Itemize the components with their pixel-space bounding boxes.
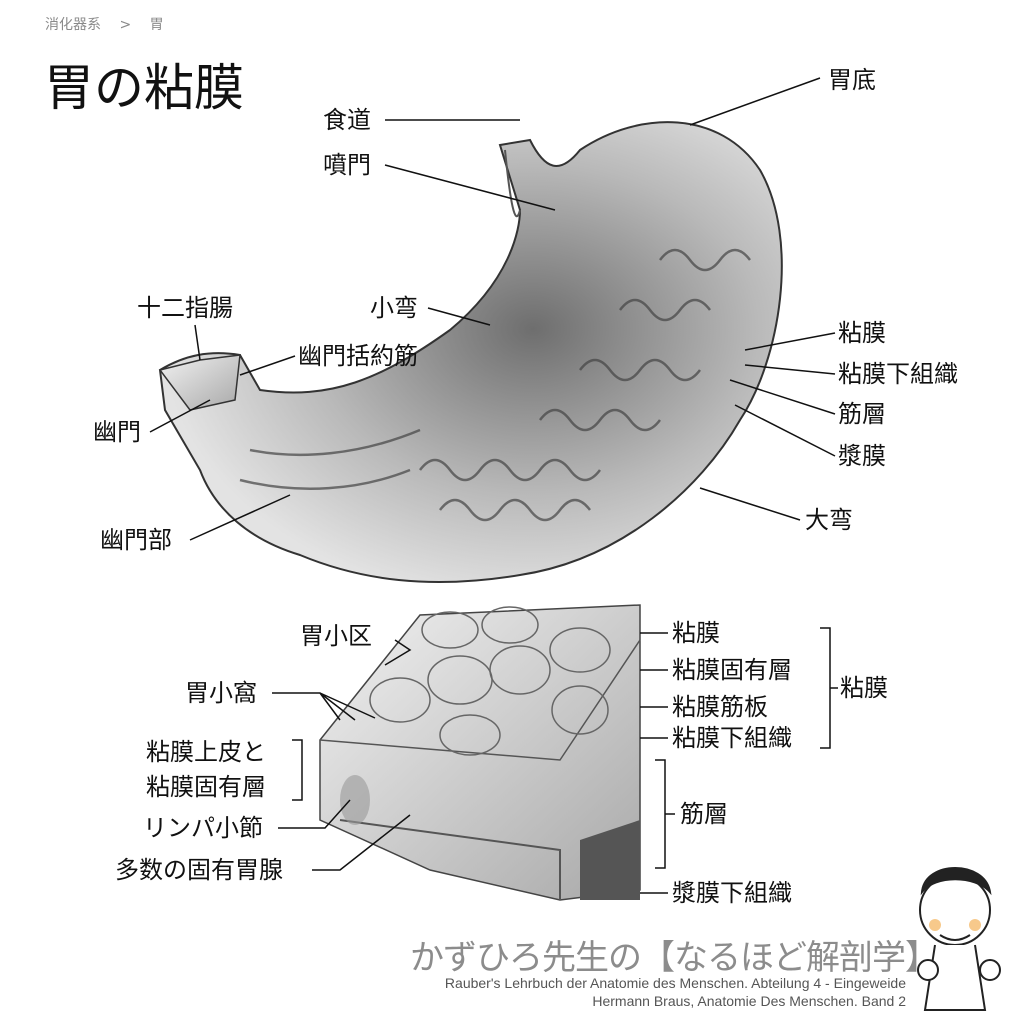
- label-pylorus: 幽門: [93, 418, 141, 446]
- label-esophagus: 食道: [323, 106, 371, 134]
- source-citation-1: Rauber's Lehrbuch der Anatomie des Mensc…: [444, 975, 906, 991]
- label-mucosa: 粘膜: [838, 319, 886, 347]
- label-wall-muscularis: 筋層: [680, 800, 728, 828]
- label-lamina-propria: 粘膜固有層: [672, 656, 792, 684]
- label-areae-gastricae: 胃小区: [300, 622, 372, 650]
- label-mucosa-group: 粘膜: [840, 674, 888, 702]
- label-epithelium-line1: 粘膜上皮と: [146, 738, 266, 766]
- leader-lines: [149, 77, 838, 894]
- mascot-illustration: [917, 867, 1001, 1011]
- page-title: 胃の粘膜: [44, 59, 244, 117]
- label-gastric-glands: 多数の固有胃腺: [115, 856, 283, 884]
- label-muscularis-mucosae: 粘膜筋板: [672, 693, 768, 721]
- label-serosa: 漿膜: [838, 442, 886, 470]
- breadcrumb-parent[interactable]: 消化器系: [45, 17, 101, 33]
- label-wall-submucosa: 粘膜下組織: [672, 724, 792, 752]
- label-fundus: 胃底: [828, 66, 876, 94]
- label-muscularis: 筋層: [838, 400, 886, 428]
- stomach-wall-drawing: [319, 604, 641, 901]
- label-epithelium-line2: 粘膜固有層: [146, 773, 266, 801]
- label-duodenum: 十二指腸: [137, 294, 233, 322]
- stomach-drawing: [158, 121, 783, 584]
- breadcrumb-separator: >: [119, 17, 132, 33]
- brand-title: かずひろ先生の【なるほど解剖学】: [410, 938, 939, 978]
- breadcrumb-current: 胃: [149, 17, 164, 33]
- label-subserosa: 漿膜下組織: [672, 879, 792, 907]
- label-greater-curvature: 大弯: [805, 506, 853, 534]
- label-lesser-curvature: 小弯: [370, 294, 418, 322]
- label-lymph-nodule: リンパ小節: [143, 814, 263, 842]
- label-pyloric-sphincter: 幽門括約筋: [298, 342, 418, 370]
- label-foveolae: 胃小窩: [185, 679, 257, 707]
- label-wall-mucosa: 粘膜: [672, 619, 720, 647]
- breadcrumb: 消化器系 > 胃: [45, 14, 178, 34]
- label-submucosa: 粘膜下組織: [838, 360, 958, 388]
- label-pyloric-part: 幽門部: [100, 526, 172, 554]
- source-citation-2: Hermann Braus, Anatomie Des Menschen. Ba…: [592, 993, 906, 1009]
- label-cardia: 噴門: [323, 151, 371, 179]
